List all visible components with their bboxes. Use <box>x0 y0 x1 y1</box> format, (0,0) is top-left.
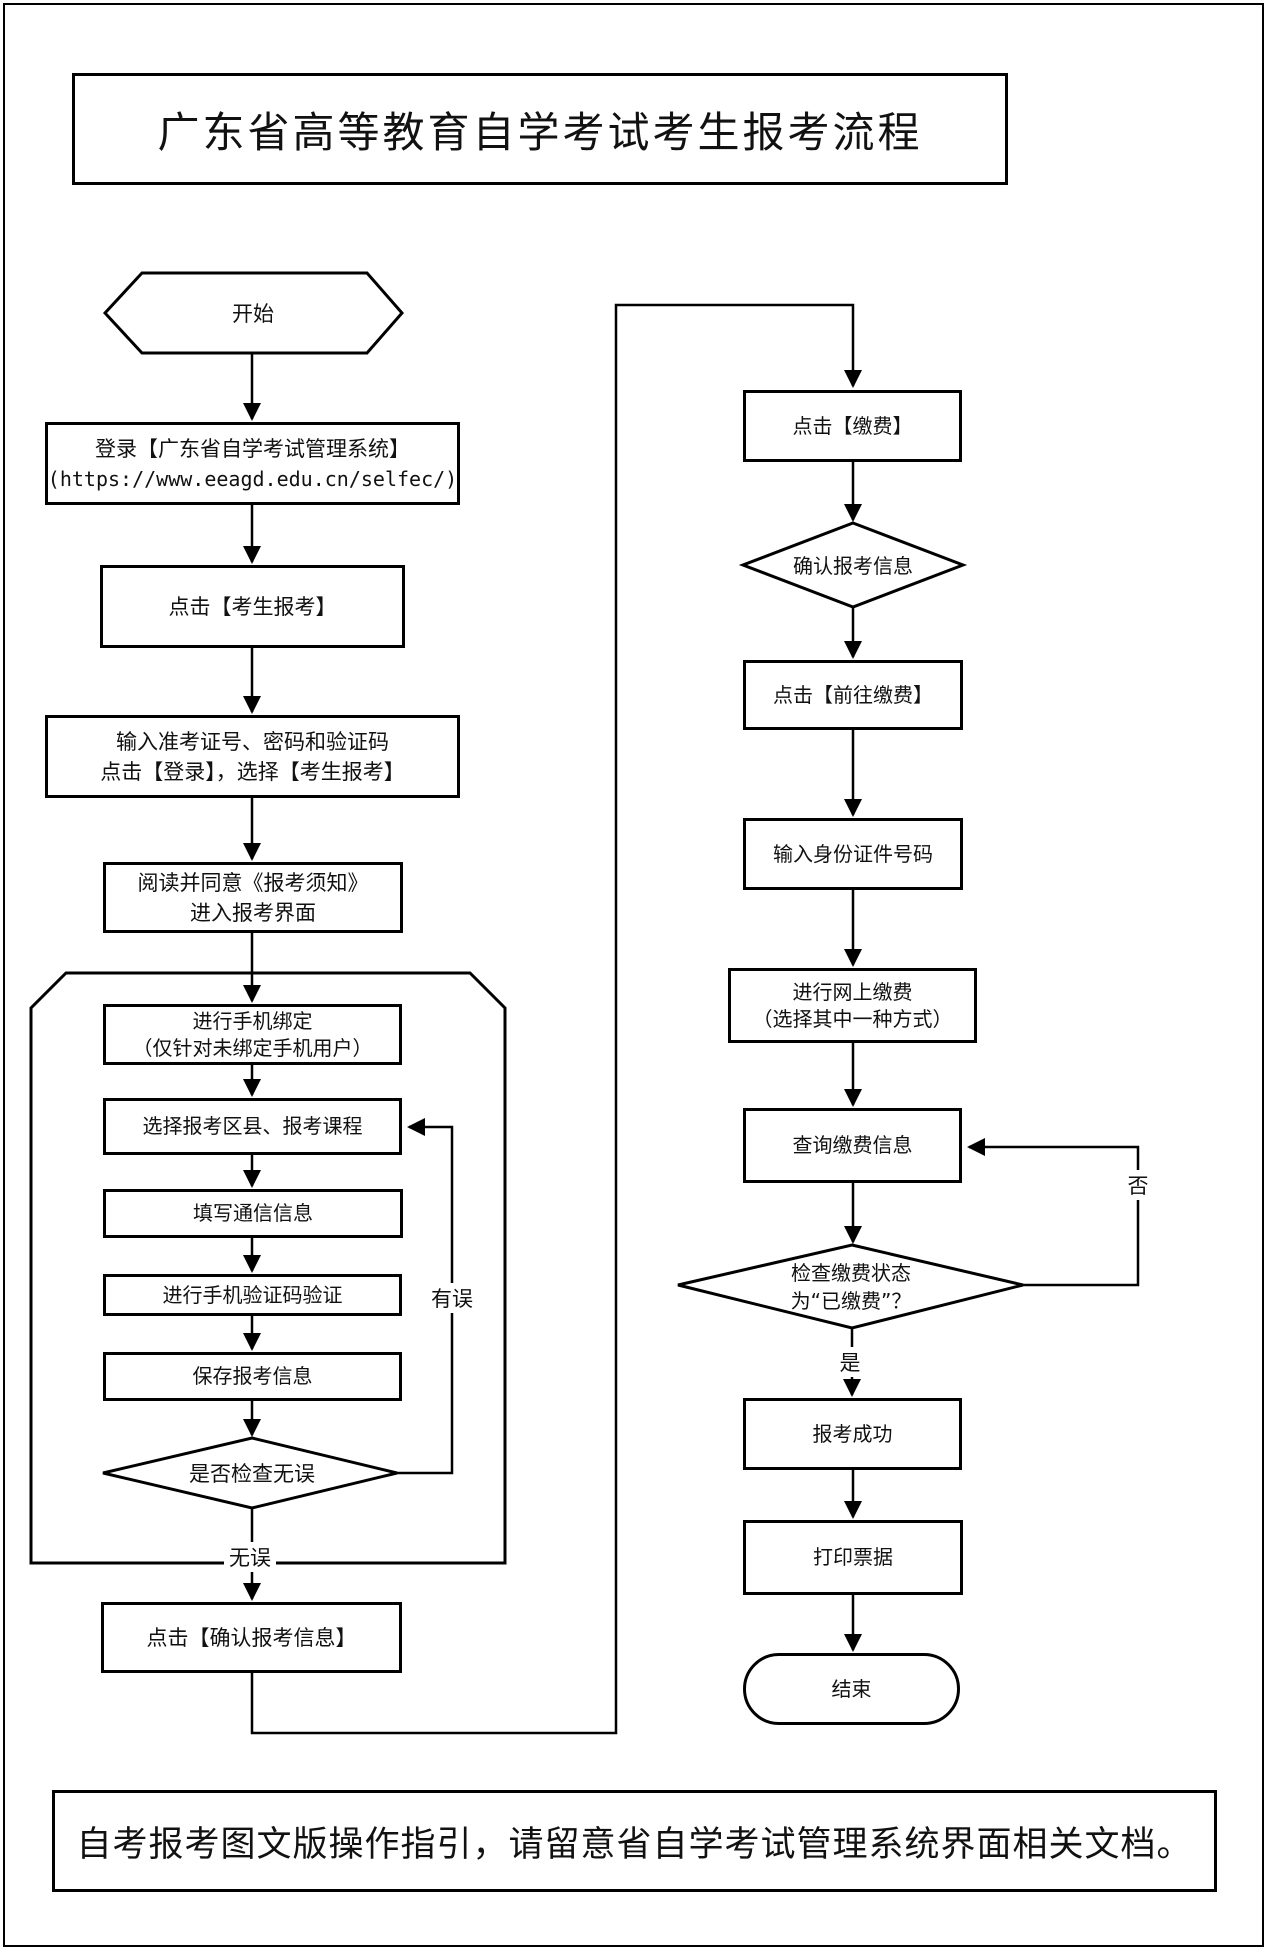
edge-no-loop <box>967 1138 1140 1287</box>
node-click-confirm-info-label: 点击【确认报考信息】 <box>146 1625 357 1650</box>
start-node-label: 开始 <box>232 302 274 326</box>
decision-check-no-error-label: 是否检查无误 <box>189 1462 315 1486</box>
node-fill-contact-info: 填写通信信息 <box>103 1189 403 1238</box>
node-click-candidate-register-label: 点击【考生报考】 <box>168 594 337 619</box>
node-click-pay: 点击【缴费】 <box>743 390 962 462</box>
start-hexagon <box>102 271 404 355</box>
node-sms-code-verify-label: 进行手机验证码验证 <box>162 1282 343 1307</box>
node-sms-code-verify: 进行手机验证码验证 <box>103 1274 402 1316</box>
node-query-pay-info-label: 查询缴费信息 <box>792 1133 913 1157</box>
node-login-line1: 登录【广东省自学考试管理系统】 <box>95 436 410 461</box>
node-query-pay-info: 查询缴费信息 <box>743 1108 962 1183</box>
node-input-credentials-line1: 输入准考证号、密码和验证码 <box>116 729 389 754</box>
decision-check-paid-line2: 为“已缴费”？ <box>790 1289 912 1313</box>
node-click-goto-pay: 点击【前往缴费】 <box>743 660 963 730</box>
edge-label-yes: 是 <box>834 1347 866 1377</box>
node-fill-contact-info-label: 填写通信信息 <box>193 1201 313 1225</box>
node-login-url: (https://www.eeagd.edu.cn/selfec/) <box>47 466 458 491</box>
node-click-goto-pay-label: 点击【前往缴费】 <box>773 682 933 707</box>
footer-note: 自考报考图文版操作指引，请留意省自学考试管理系统界面相关文档。 <box>52 1790 1217 1892</box>
node-save-register-info: 保存报考信息 <box>103 1352 402 1401</box>
page-border <box>3 3 1264 1947</box>
end-node-label: 结束 <box>831 1676 872 1701</box>
node-input-credentials: 输入准考证号、密码和验证码 点击【登录】，选择【考生报考】 <box>45 715 460 798</box>
node-online-pay: 进行网上缴费 （选择其中一种方式） <box>728 968 977 1043</box>
node-print-receipt-label: 打印票据 <box>813 1545 893 1569</box>
decision-check-paid-line1: 检查缴费状态 <box>790 1261 911 1285</box>
edge-label-has-error: 有误 <box>426 1283 478 1313</box>
page-title: 广东省高等教育自学考试考生报考流程 <box>72 73 1008 185</box>
node-bind-phone-line1: 进行手机绑定 <box>192 1008 313 1033</box>
loop-container <box>29 971 507 1565</box>
edge-confirminfo-clickpay <box>250 303 862 1735</box>
node-register-success-label: 报考成功 <box>812 1421 893 1446</box>
node-bind-phone: 进行手机绑定 （仅针对未绑定手机用户） <box>103 1004 402 1065</box>
node-select-district-course-label: 选择报考区县、报考课程 <box>142 1114 363 1138</box>
node-read-notice-line1: 阅读并同意《报考须知》 <box>137 870 369 895</box>
node-click-confirm-info: 点击【确认报考信息】 <box>101 1602 402 1673</box>
node-input-credentials-line2: 点击【登录】，选择【考生报考】 <box>100 759 405 784</box>
decision-confirm-register-label: 确认报考信息 <box>793 554 913 578</box>
node-save-register-info-label: 保存报考信息 <box>192 1364 313 1388</box>
decision-check-paid-label: 检查缴费状态 为“已缴费”？ <box>791 1259 912 1315</box>
node-input-id-number-label: 输入身份证件号码 <box>773 841 933 866</box>
node-online-pay-line1: 进行网上缴费 <box>792 979 913 1004</box>
node-online-pay-line2: （选择其中一种方式） <box>752 1006 953 1031</box>
node-register-success: 报考成功 <box>743 1398 962 1470</box>
node-login-system: 登录【广东省自学考试管理系统】 (https://www.eeagd.edu.c… <box>45 422 460 505</box>
node-select-district-course: 选择报考区县、报考课程 <box>103 1098 402 1155</box>
node-bind-phone-line2: （仅针对未绑定手机用户） <box>132 1035 373 1060</box>
node-print-receipt: 打印票据 <box>743 1520 963 1595</box>
edge-label-no-error: 无误 <box>224 1542 276 1572</box>
end-node: 结束 <box>743 1653 960 1725</box>
node-input-id-number: 输入身份证件号码 <box>743 818 963 890</box>
node-click-pay-label: 点击【缴费】 <box>792 413 913 438</box>
node-read-notice-line2: 进入报考界面 <box>190 900 316 925</box>
node-read-notice: 阅读并同意《报考须知》 进入报考界面 <box>103 862 403 933</box>
edge-label-no: 否 <box>1122 1170 1154 1200</box>
node-click-candidate-register: 点击【考生报考】 <box>100 565 405 648</box>
